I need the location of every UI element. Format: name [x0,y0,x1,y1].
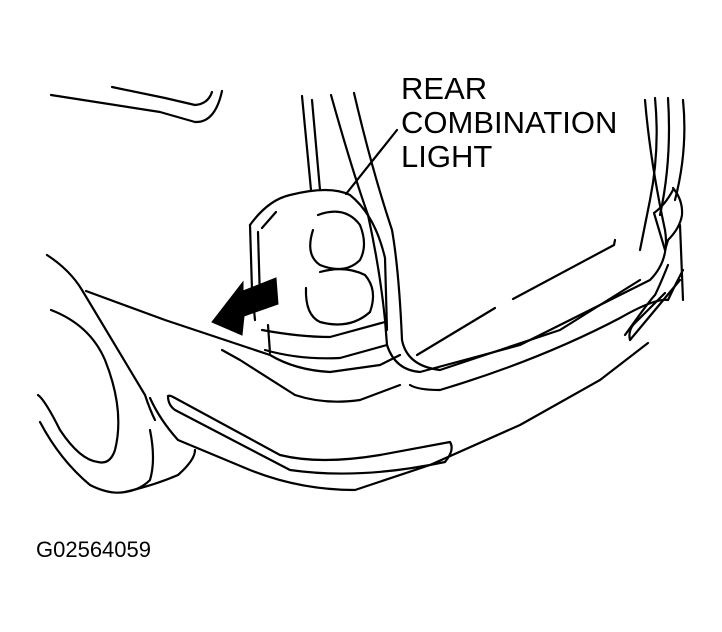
removal-direction-arrow [211,277,279,336]
trunk-opening-lines [300,91,686,392]
body-and-bumper-lines [36,253,650,494]
roof-trim-lines [49,85,224,124]
callout-label: REAR COMBINATION LIGHT [401,72,617,174]
figure-code: G02564059 [36,537,151,562]
callout-line-1: REAR [401,71,488,106]
callout-line-3: LIGHT [401,139,493,174]
callout-line-2: COMBINATION [401,105,618,140]
